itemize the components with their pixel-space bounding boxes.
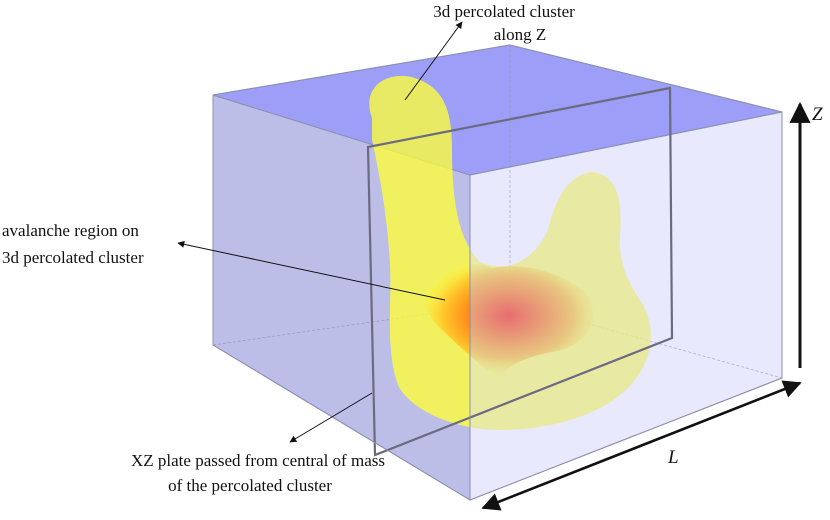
label-top-line1: 3d percolated cluster [433, 2, 575, 21]
label-left-line1: avalanche region on [2, 221, 139, 240]
label-bottom-line1: XZ plate passed from central of mass [131, 451, 385, 470]
box-front-face [469, 111, 783, 501]
label-top-line2: along Z [494, 25, 546, 44]
pointer-bottom [289, 392, 373, 443]
l-dimension-arrow [481, 380, 802, 511]
percolated-cluster [369, 75, 651, 430]
axis-label-l: L [667, 447, 679, 468]
label-left-line2: 3d percolated cluster [2, 248, 144, 267]
avalanche-region [423, 264, 594, 378]
pointer-left [177, 240, 446, 301]
box-outline [212, 44, 783, 501]
label-bottom-line2: of the percolated cluster [168, 476, 332, 495]
pointer-top [404, 21, 463, 101]
xz-plate [366, 86, 674, 457]
axis-label-z: Z [812, 104, 823, 125]
